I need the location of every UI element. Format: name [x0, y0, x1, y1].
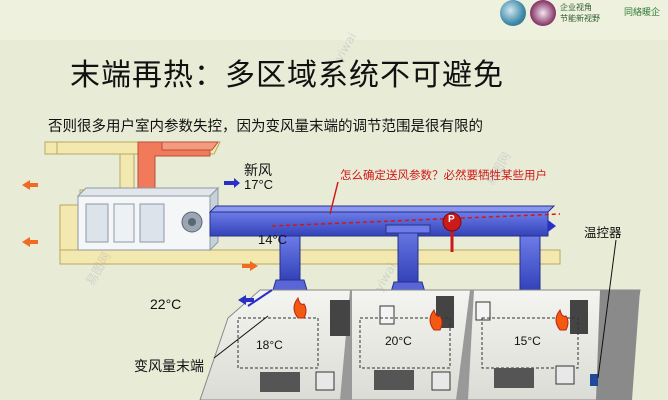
question-text: 怎么确定送风参数？必然要牺牲某些用户 — [340, 167, 547, 183]
air-handling-unit — [78, 188, 218, 250]
zone3-temp-label: 15°C — [514, 334, 541, 348]
fresh-air-temp-label: 17°C — [244, 177, 273, 192]
thermostat-label: 温控器 — [584, 222, 622, 241]
room-temp-label: 22°C — [150, 296, 181, 312]
vav-terminal-label: 变风量末端 — [134, 356, 204, 376]
zone1-temp-label: 18°C — [256, 338, 283, 352]
supply-temp-label: 14°C — [258, 232, 287, 247]
zone2-temp-label: 20°C — [385, 334, 412, 348]
pressure-sensor-label: P — [448, 214, 455, 225]
